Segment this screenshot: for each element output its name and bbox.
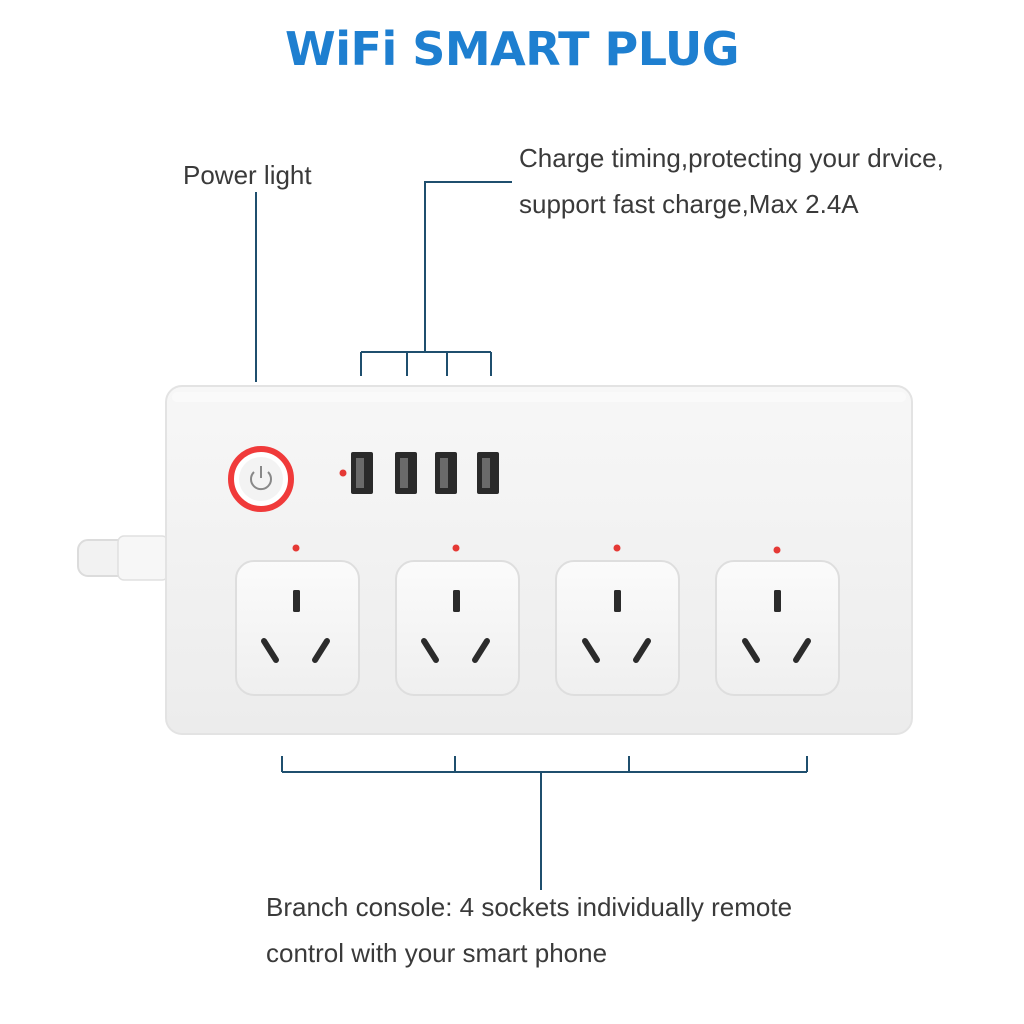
usb-port-icon: [395, 452, 417, 494]
socket-3: [555, 544, 680, 696]
indicator-led-icon: [452, 544, 460, 552]
usb-port-icon: [435, 452, 457, 494]
power-button-icon: [228, 446, 294, 512]
ac-socket-icon: [555, 560, 680, 696]
usb-callout: Charge timing,protecting your drvice, su…: [519, 135, 944, 227]
usb-callout-line-2: support fast charge,Max 2.4A: [519, 189, 859, 219]
usb-port-icon: [477, 452, 499, 494]
branch-callout-line-2: control with your smart phone: [266, 938, 608, 968]
ac-socket-icon: [715, 560, 840, 696]
indicator-led-icon: [613, 544, 621, 552]
ac-socket-icon: [395, 560, 520, 696]
usb-port-icon: [351, 452, 373, 494]
branch-leader: [281, 756, 808, 890]
branch-callout-line-1: Branch console: 4 sockets individually r…: [266, 892, 793, 922]
ac-socket-icon: [235, 560, 360, 696]
page-title: WiFi SMART PLUG: [285, 22, 739, 76]
indicator-led-icon: [773, 546, 781, 554]
socket-4: [715, 546, 840, 696]
usb-callout-line-1: Charge timing,protecting your drvice,: [519, 143, 944, 173]
branch-callout: Branch console: 4 sockets individually r…: [266, 884, 792, 976]
indicator-led-icon: [339, 469, 347, 477]
power-light-callout: Power light: [183, 152, 312, 198]
indicator-led-icon: [292, 544, 300, 552]
usb-leader: [360, 181, 512, 376]
socket-1: [235, 544, 360, 696]
socket-2: [395, 544, 520, 696]
callout-lines: [255, 181, 808, 890]
usb-ports: [351, 452, 499, 494]
power-light-label: Power light: [183, 160, 312, 190]
